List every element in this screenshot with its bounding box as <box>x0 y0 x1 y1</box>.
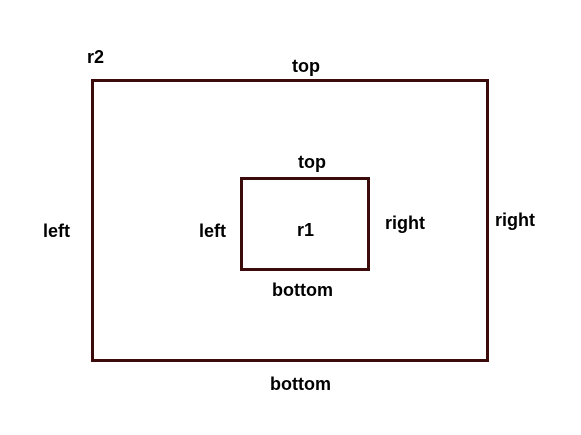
outer-right-label: right <box>495 210 535 230</box>
outer-top-label: top <box>292 56 320 76</box>
inner-bottom-label: bottom <box>272 280 333 300</box>
inner-left-label: left <box>199 221 226 241</box>
outer-left-label: left <box>43 221 70 241</box>
outer-rectangle <box>91 79 489 362</box>
outer-bottom-label: bottom <box>270 374 331 394</box>
outer-rect-name-label: r2 <box>87 47 105 67</box>
inner-top-label: top <box>298 152 326 172</box>
inner-right-label: right <box>385 213 425 233</box>
inner-rect-name-label: r1 <box>297 220 315 240</box>
inner-rectangle <box>240 177 370 271</box>
